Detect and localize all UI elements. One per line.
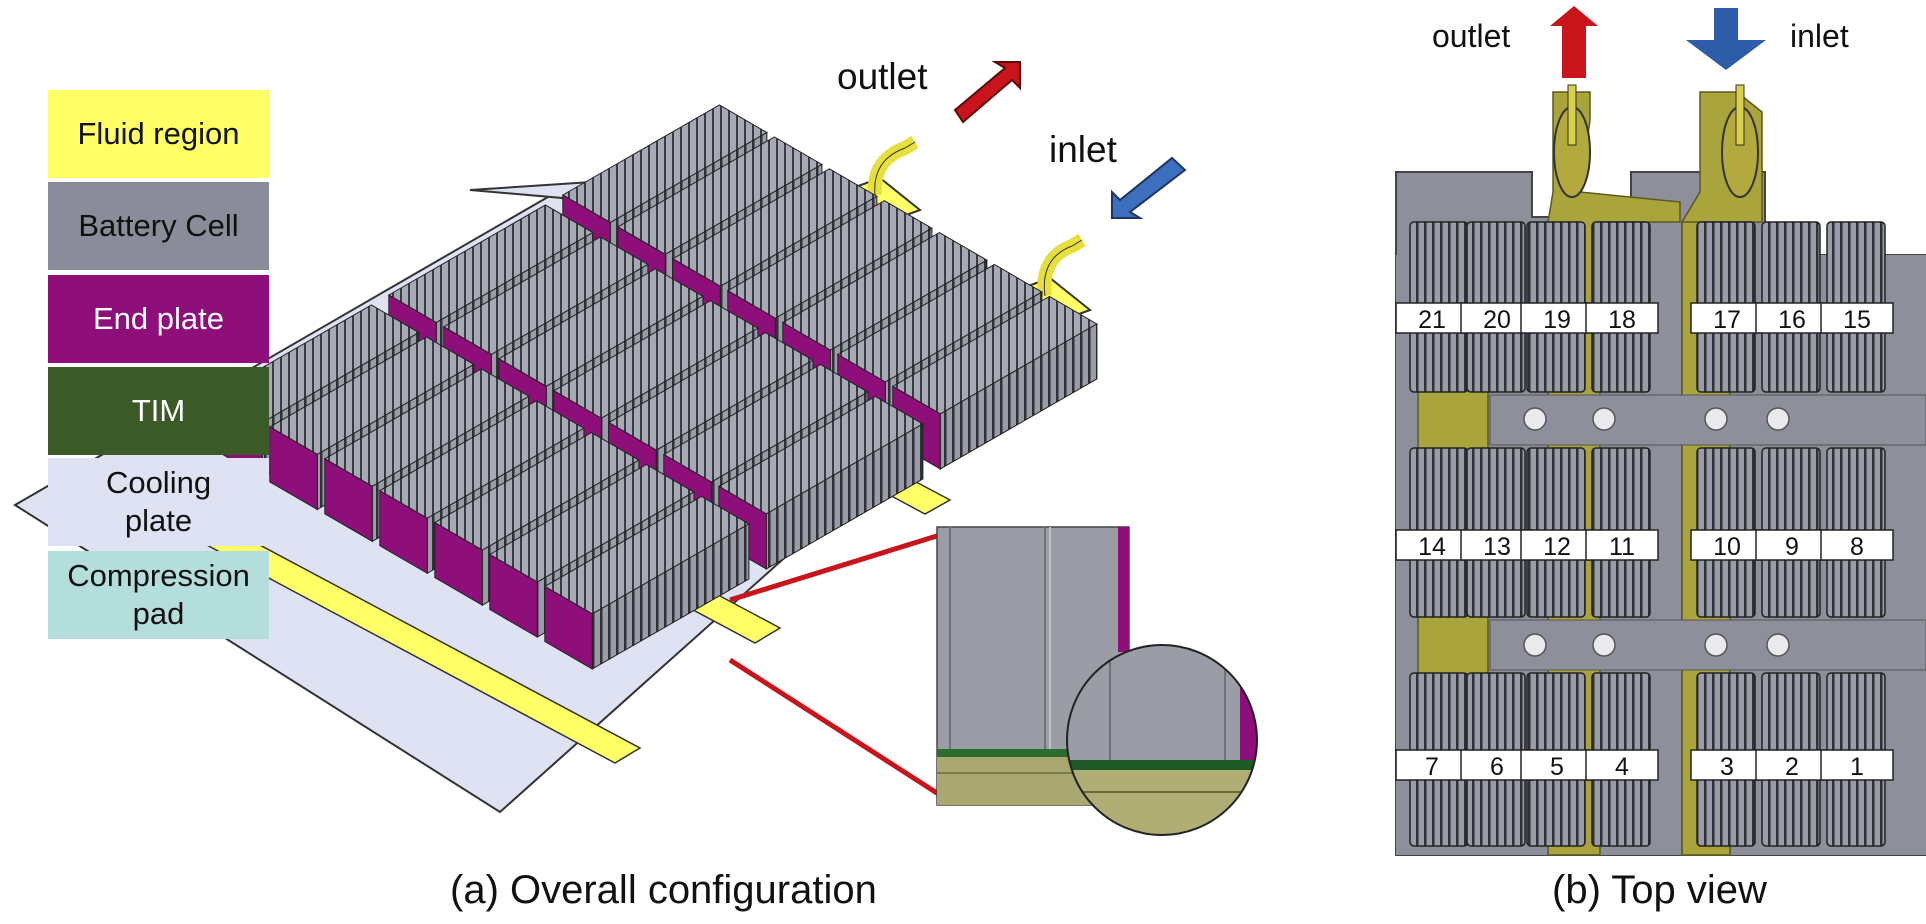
cell-number: 4 [1615, 753, 1629, 781]
cell-number: 3 [1720, 753, 1734, 781]
legend-cooling-plate: Cooling plate [48, 458, 269, 546]
cell-number-label: 14 [1395, 529, 1469, 561]
top-view-outlet-label: outlet [1432, 18, 1511, 54]
cell-number-label: 16 [1755, 302, 1829, 334]
cell-number-label: 12 [1520, 529, 1594, 561]
cell-number-label: 21 [1395, 302, 1469, 334]
top-view-bolt-holes [1523, 407, 1790, 657]
cell-number: 7 [1425, 753, 1439, 781]
top-view-caption: (b) Top view [1552, 868, 1767, 912]
cell-number: 14 [1418, 533, 1446, 561]
legend-tim: TIM [48, 367, 269, 455]
cell-number: 21 [1418, 306, 1446, 334]
overall-caption: (a) Overall configuration [450, 868, 877, 912]
overall-configuration [13, 104, 1098, 814]
top-view-ports [1553, 84, 1759, 198]
cell-number-label: 7 [1395, 749, 1469, 781]
cell-number: 13 [1483, 533, 1511, 561]
battery-module [891, 295, 1098, 470]
cell-number: 5 [1550, 753, 1564, 781]
cell-number: 8 [1850, 533, 1864, 561]
cell-number-label: 11 [1585, 529, 1659, 561]
cell-number-label: 10 [1690, 529, 1764, 561]
cell-number: 12 [1543, 533, 1571, 561]
battery-module [543, 495, 750, 670]
cell-number: 9 [1785, 533, 1799, 561]
zoom-inset [728, 526, 1258, 836]
cell-number-label: 19 [1520, 302, 1594, 334]
cell-number-label: 4 [1585, 749, 1659, 781]
legend-end-plate: End plate [48, 275, 269, 363]
zoom-line-lower [728, 657, 942, 798]
inlet-arrow [1111, 156, 1187, 219]
top-view-inlet-label: inlet [1790, 18, 1849, 54]
cell-number-label: 9 [1755, 529, 1829, 561]
cell-number-label: 5 [1520, 749, 1594, 781]
cell-number: 20 [1483, 306, 1511, 334]
cell-number: 10 [1713, 533, 1741, 561]
cell-number-label: 18 [1585, 302, 1659, 334]
cell-number: 2 [1785, 753, 1799, 781]
cell-number: 15 [1843, 306, 1871, 334]
top-view-inlet-arrow [1686, 8, 1766, 70]
cell-number: 1 [1850, 753, 1864, 781]
cell-number: 16 [1778, 306, 1806, 334]
cell-number-label: 15 [1820, 302, 1894, 334]
cell-number: 6 [1490, 753, 1504, 781]
zoom-line-upper [729, 532, 941, 603]
legend-fluid-region: Fluid region [48, 90, 269, 178]
cell-number: 17 [1713, 306, 1741, 334]
top-view-outlet-arrow [1550, 6, 1598, 78]
battery-modules [213, 104, 1098, 670]
cell-number-label: 8 [1820, 529, 1894, 561]
cell-number-label: 3 [1690, 749, 1764, 781]
cell-number-label: 2 [1755, 749, 1829, 781]
overall-inlet-label: inlet [1049, 129, 1117, 170]
cell-number-label: 17 [1690, 302, 1764, 334]
legend-battery-cell: Battery Cell [48, 182, 269, 270]
outlet-arrow [953, 61, 1021, 124]
cell-number: 18 [1608, 306, 1636, 334]
cell-number-label: 1 [1820, 749, 1894, 781]
cell-number: 19 [1543, 306, 1571, 334]
overall-outlet-label: outlet [837, 56, 928, 97]
cell-number: 11 [1609, 533, 1635, 561]
legend-compression-pad: Compression pad [48, 551, 269, 639]
